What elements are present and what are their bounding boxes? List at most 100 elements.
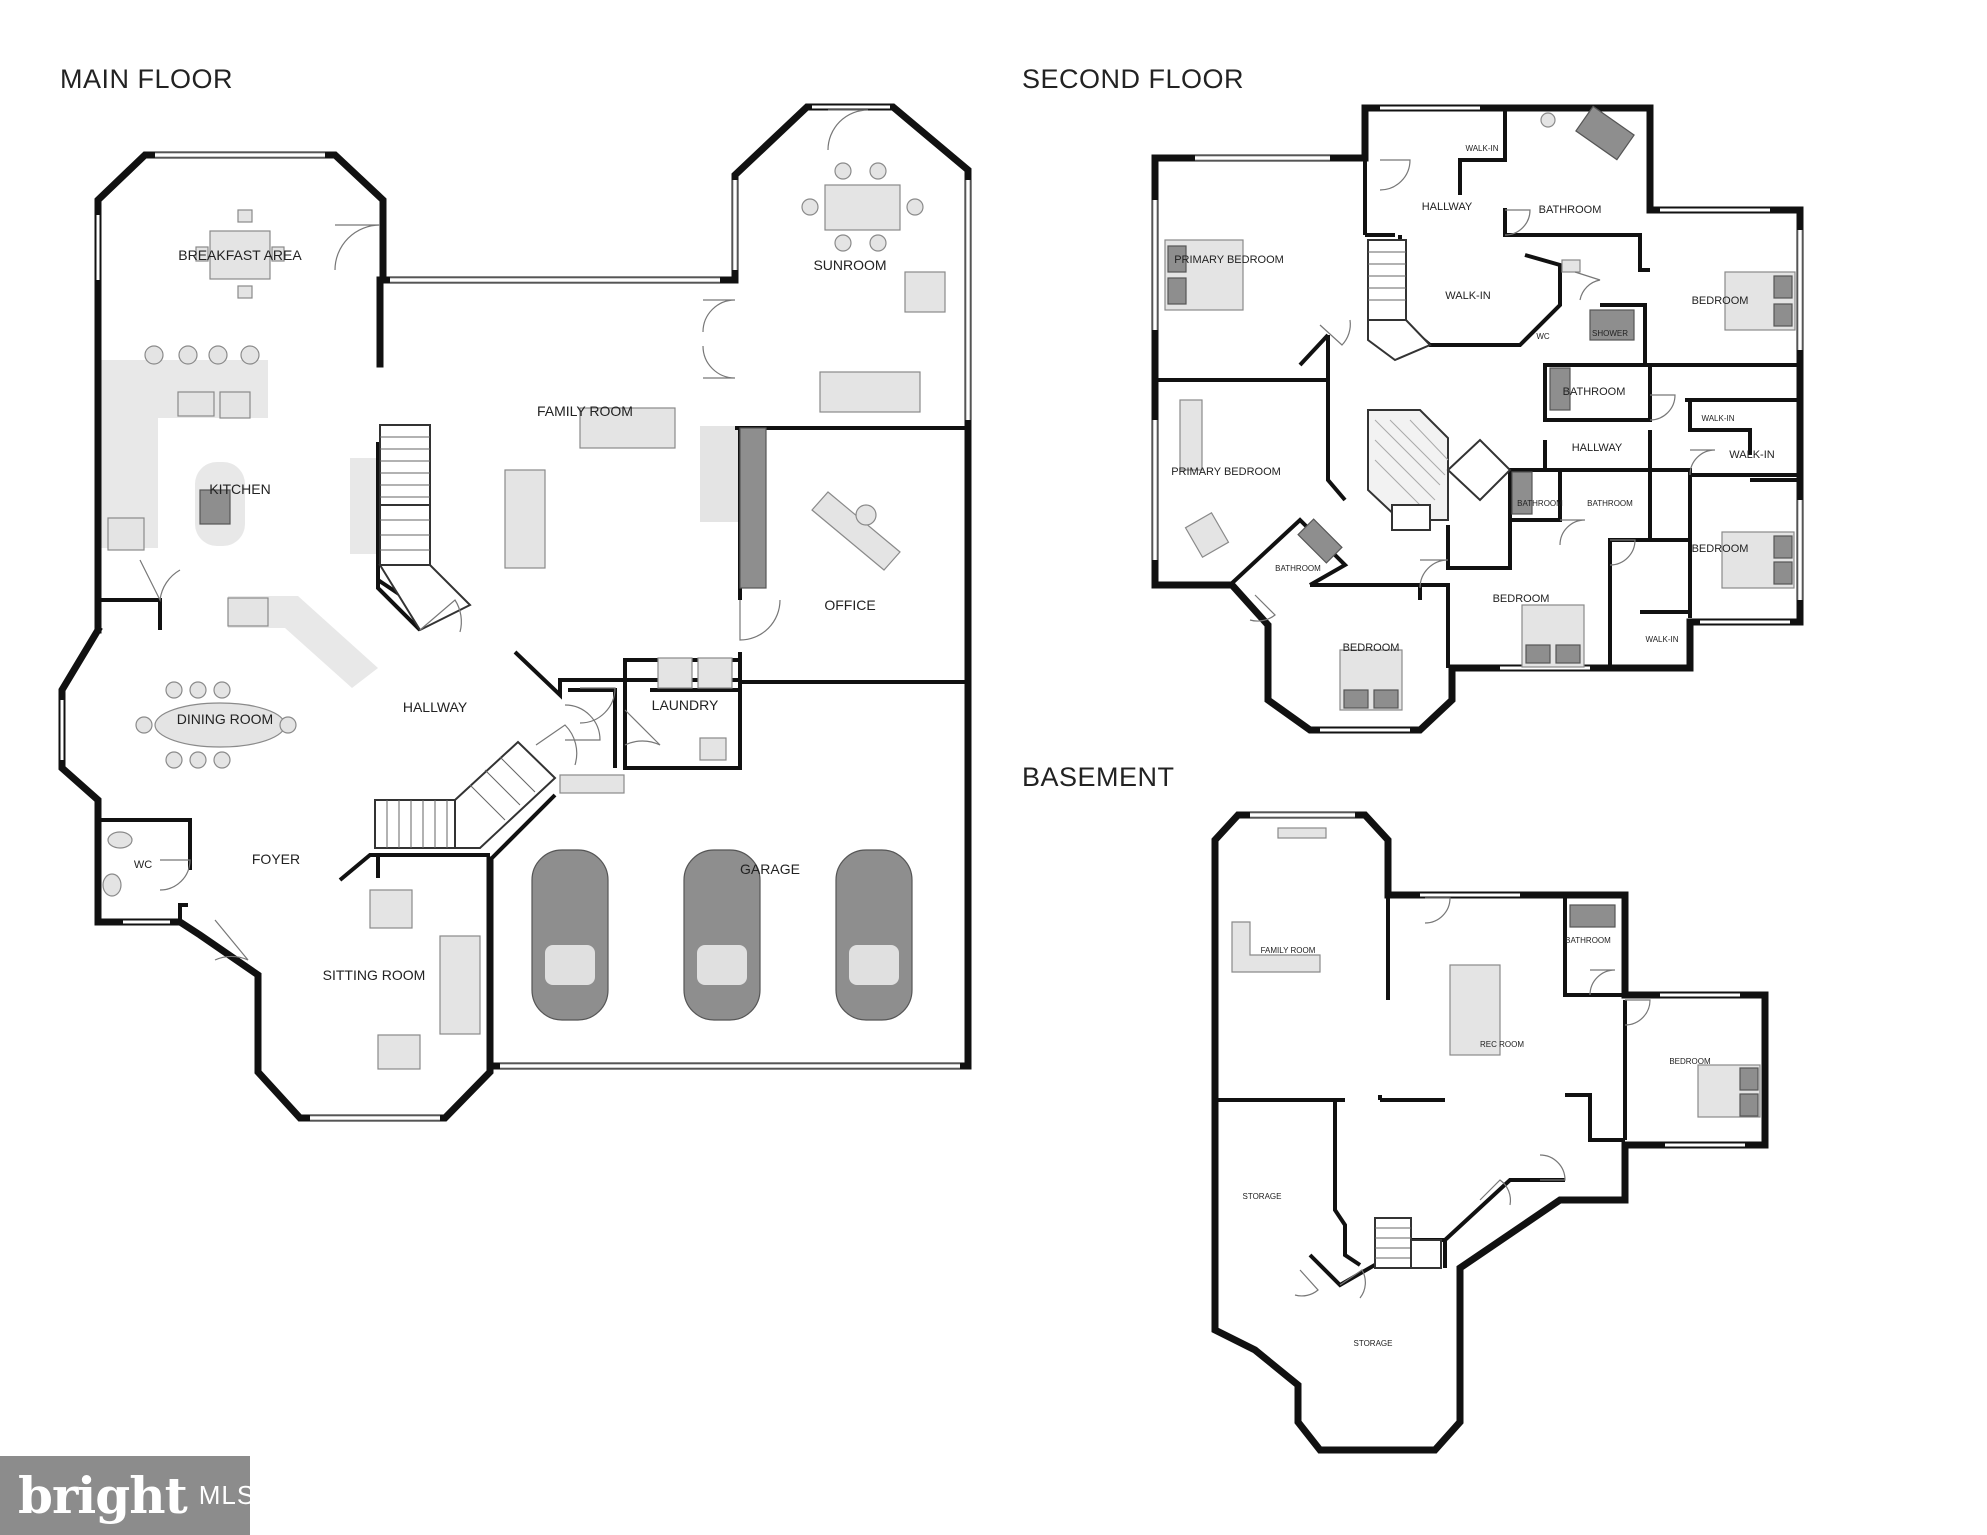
wall xyxy=(1298,333,1330,367)
door xyxy=(579,687,616,724)
stair-landing-counter xyxy=(350,458,380,554)
door xyxy=(624,709,661,746)
room-label-primary-bedroom: PRIMARY BEDROOM xyxy=(1171,466,1281,478)
wall xyxy=(568,688,617,768)
door xyxy=(1649,394,1676,421)
window xyxy=(1250,812,1355,818)
wall xyxy=(1363,108,1562,347)
basement-plan: FAMILY ROOM BATHROOM REC ROOM BEDROOM ST… xyxy=(1211,811,1769,1454)
sofa xyxy=(819,371,921,413)
room-label-walk-in: WALK-IN xyxy=(1465,144,1498,153)
door xyxy=(739,599,781,641)
door xyxy=(1689,449,1716,476)
room-label-bedroom: BEDROOM xyxy=(1669,1057,1711,1066)
door xyxy=(1419,559,1449,589)
wall xyxy=(338,853,380,882)
door xyxy=(827,109,869,151)
room-label-bathroom: BATHROOM xyxy=(1275,564,1321,573)
room-label-garage: GARAGE xyxy=(740,861,800,877)
room-label-primary-bedroom: PRIMARY BEDROOM xyxy=(1174,254,1284,266)
armchair xyxy=(369,889,413,929)
room-label-walk-in: WALK-IN xyxy=(1445,290,1490,302)
logo-suffix: MLS xyxy=(198,1480,256,1510)
main-floor-plan: BREAKFAST AREA SUNROOM FAMILY ROOM KITCH… xyxy=(58,103,972,1122)
bathtub xyxy=(1297,518,1343,564)
door xyxy=(419,599,462,633)
wall xyxy=(1563,895,1627,1142)
garage-cars xyxy=(531,849,913,1021)
room-label-bathroom: BATHROOM xyxy=(1565,936,1611,945)
window xyxy=(1250,813,1745,1147)
room-label-office: OFFICE xyxy=(824,597,875,613)
room-label-hallway: HALLWAY xyxy=(403,699,468,715)
wall xyxy=(1155,335,1347,502)
wall xyxy=(1308,1178,1565,1288)
wall xyxy=(488,793,557,862)
door xyxy=(1479,1179,1512,1206)
wall xyxy=(1640,363,1802,482)
main-floor-title: MAIN FLOOR xyxy=(60,64,233,94)
wall xyxy=(1215,1095,1445,1267)
door xyxy=(1339,1269,1366,1299)
bed xyxy=(1521,604,1585,668)
wall xyxy=(376,442,422,632)
door xyxy=(1539,1154,1566,1181)
cooktop xyxy=(199,489,231,525)
bar-stools xyxy=(144,345,260,365)
wall xyxy=(100,598,162,630)
basement-outer-wall xyxy=(1211,811,1769,1454)
bathtub xyxy=(1511,471,1533,515)
sink xyxy=(1540,112,1556,128)
dryer xyxy=(697,657,733,689)
main-stairs xyxy=(374,424,557,849)
wall xyxy=(178,903,188,922)
fireplace xyxy=(739,427,767,589)
room-label-sitting-room: SITTING ROOM xyxy=(323,967,426,983)
bed xyxy=(1164,239,1244,311)
shower xyxy=(1589,309,1635,341)
bathtub xyxy=(1549,367,1571,411)
room-label-bedroom: BEDROOM xyxy=(1493,593,1550,605)
room-label-storage: STORAGE xyxy=(1243,1192,1282,1201)
second-floor-plan: HALLWAY WALK-IN BATHROOM PRIMARY BEDROOM… xyxy=(1151,104,1804,734)
sofa xyxy=(504,469,546,569)
door xyxy=(1609,539,1636,566)
window xyxy=(1152,155,1803,600)
wall xyxy=(100,818,192,870)
bench xyxy=(559,774,625,794)
wall xyxy=(1228,517,1450,668)
room-label-shower: SHOWER xyxy=(1592,329,1628,338)
room-label-bedroom: BEDROOM xyxy=(1692,295,1749,307)
room-label-bathroom: BATHROOM xyxy=(1587,499,1633,508)
bright-mls-logo: bright MLS xyxy=(0,1456,254,1535)
window xyxy=(60,105,970,1120)
sofa xyxy=(579,407,676,449)
bed xyxy=(1724,271,1796,331)
logo-brand: bright xyxy=(18,1466,188,1525)
toilet xyxy=(1561,259,1581,273)
dishwasher xyxy=(219,391,251,419)
door xyxy=(564,704,601,741)
door xyxy=(334,224,381,271)
room-label-dining-room: DINING ROOM xyxy=(177,711,273,727)
door xyxy=(1249,594,1276,622)
room-label-bathroom: BATHROOM xyxy=(1539,204,1602,216)
room-label-bathroom: BATHROOM xyxy=(1563,386,1626,398)
room-label-hallway: HALLWAY xyxy=(1572,442,1623,454)
wall xyxy=(738,652,968,684)
door xyxy=(1589,969,1616,996)
door xyxy=(159,859,191,891)
room-label-bedroom: BEDROOM xyxy=(1343,642,1400,654)
kitchen-sink xyxy=(177,391,215,417)
wall xyxy=(1503,208,1650,367)
door xyxy=(1574,271,1601,301)
room-label-walk-in: WALK-IN xyxy=(1701,414,1734,423)
wc-fixtures xyxy=(102,831,133,897)
room-label-wc: WC xyxy=(134,859,152,871)
armchair xyxy=(377,1034,421,1070)
bar-chair xyxy=(227,597,269,627)
sofa xyxy=(439,935,481,1035)
door xyxy=(1504,209,1531,236)
breakfast-table-set xyxy=(195,209,285,299)
